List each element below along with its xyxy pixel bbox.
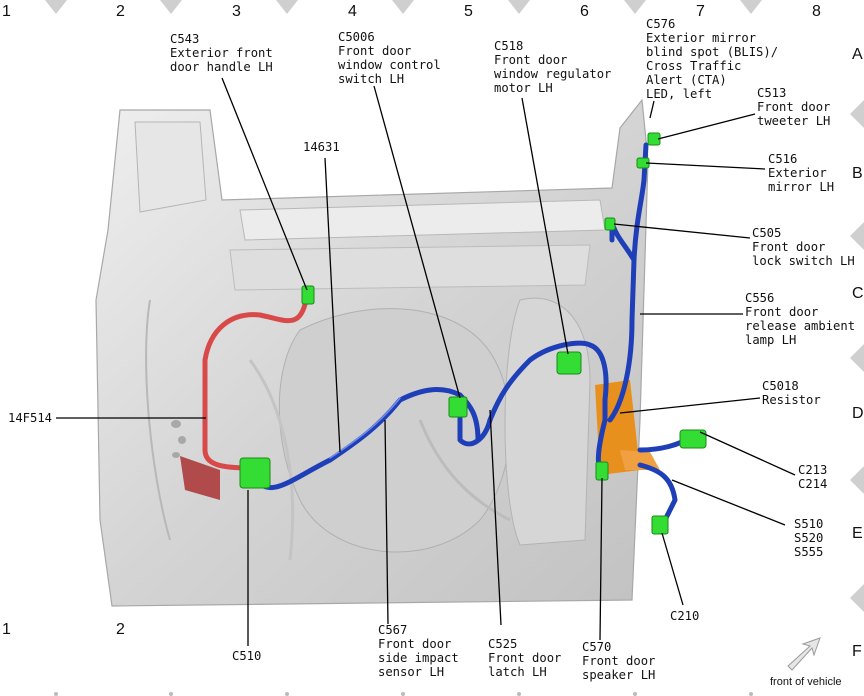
grid-col-7: 7: [696, 3, 705, 20]
grid-bottom-markers: [54, 692, 753, 696]
label-c556: C556 Front door release ambient lamp LH: [745, 291, 862, 347]
label-c576: C576 Exterior mirror blind spot (BLIS)/ …: [646, 17, 785, 101]
grid-col-8: 8: [812, 3, 821, 20]
grid-col-1: 1: [2, 3, 11, 20]
grid-column-labels: 1 2 3 4 5 6 7 8 1 2: [2, 3, 821, 638]
grid-col-2: 2: [116, 3, 125, 20]
label-c210: C210: [670, 609, 699, 623]
label-c505: C505 Front door lock switch LH: [752, 226, 855, 268]
connector-c510: [239, 457, 271, 489]
grid-col-2-bottom: 2: [116, 621, 125, 638]
harness-14f514: [202, 297, 309, 471]
grid-row-d: D: [852, 405, 864, 422]
label-c510: C510: [232, 649, 261, 663]
grid-col-1-bottom: 1: [2, 621, 11, 638]
label-c5018: C5018 Resistor: [762, 379, 821, 407]
label-c525: C525 Front door latch LH: [488, 637, 569, 679]
connector-c518: [556, 351, 582, 375]
label-c570: C570 Front door speaker LH: [582, 640, 663, 682]
label-c5006: C5006 Front door window control switch L…: [338, 30, 448, 86]
connector-c5006: [448, 396, 468, 418]
label-c516: C516 Exterior mirror LH: [768, 152, 834, 194]
harness-highlight: [329, 397, 401, 459]
label-c213-c214: C213 C214: [798, 463, 835, 491]
grid-row-labels: A B C D E F: [852, 46, 864, 660]
grid-top-markers: [45, 0, 762, 14]
grid-right-markers: [850, 100, 864, 612]
grid-col-5: 5: [464, 3, 473, 20]
leader-lines: [56, 77, 796, 646]
label-14f514: 14F514: [8, 411, 52, 425]
grid-row-a: A: [852, 46, 863, 63]
connector-c210: [651, 515, 669, 535]
connectors: [239, 132, 707, 535]
grid-row-b: B: [852, 165, 863, 182]
grid-col-6: 6: [580, 3, 589, 20]
front-of-vehicle-label: front of vehicle: [770, 676, 842, 688]
grid-col-4: 4: [348, 3, 357, 20]
front-arrow-icon: [787, 637, 821, 671]
label-c567: C567 Front door side impact sensor LH: [378, 623, 466, 679]
label-c543: C543 Exterior front door handle LH: [170, 32, 280, 74]
front-of-vehicle-indicator: front of vehicle: [770, 637, 842, 688]
component-labels: C543 Exterior front door handle LH C5006…: [8, 17, 862, 682]
label-s510-s520-s555: S510 S520 S555: [794, 517, 831, 559]
label-c513: C513 Front door tweeter LH: [757, 86, 838, 128]
connector-c505: [604, 217, 616, 231]
grid-row-c: C: [852, 285, 864, 302]
label-c518: C518 Front door window regulator motor L…: [494, 39, 619, 95]
grid-row-f: F: [852, 643, 862, 660]
grid-row-e: E: [852, 525, 863, 542]
grid-col-3: 3: [232, 3, 241, 20]
connector-c213: [679, 429, 707, 449]
label-14631: 14631: [303, 140, 340, 154]
connector-c570: [595, 461, 609, 481]
connector-c543: [301, 285, 315, 305]
